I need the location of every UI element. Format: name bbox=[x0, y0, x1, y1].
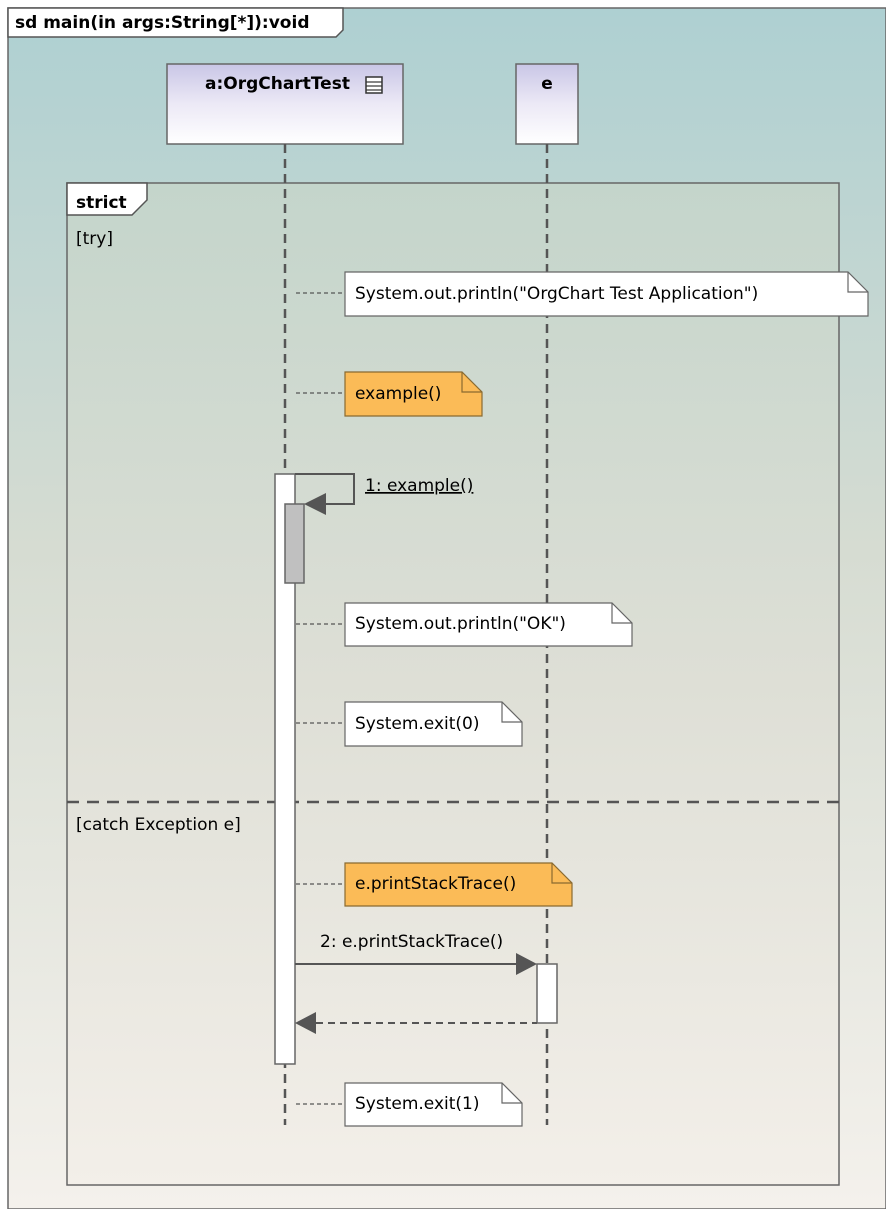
note-text: System.exit(0) bbox=[355, 714, 480, 734]
frame-title: sd main(in args:String[*]):void bbox=[15, 13, 310, 33]
guard-try: [try] bbox=[76, 229, 113, 249]
lifeline-name-orgcharttest: a:OrgChartTest bbox=[205, 74, 350, 94]
activation-bar-main[interactable] bbox=[274, 473, 296, 1065]
note-text: System.exit(1) bbox=[355, 1094, 480, 1114]
arrowhead-icon bbox=[516, 953, 537, 975]
note-example[interactable]: example() bbox=[296, 371, 483, 417]
message-label-2: 2: e.printStackTrace() bbox=[320, 932, 503, 952]
note-printstacktrace[interactable]: e.printStackTrace() bbox=[296, 862, 573, 907]
message-label-1: 1: example() bbox=[365, 476, 473, 496]
note-exit-0[interactable]: System.exit(0) bbox=[296, 701, 523, 747]
message-self-call[interactable]: 1: example() bbox=[295, 473, 473, 515]
guard-catch: [catch Exception e] bbox=[76, 815, 241, 835]
activation-bar-example[interactable] bbox=[284, 503, 305, 584]
message-sync-call[interactable]: 2: e.printStackTrace() bbox=[295, 932, 537, 975]
lifeline-head-e[interactable] bbox=[515, 63, 579, 145]
compartment-icon bbox=[365, 76, 383, 94]
message-return[interactable] bbox=[295, 1012, 537, 1034]
lifeline-name-e: e bbox=[541, 74, 553, 94]
combined-fragment-strict[interactable]: strict [try] [catch Exception e] bbox=[66, 182, 840, 1186]
activation-bar-e[interactable] bbox=[536, 963, 558, 1024]
lifeline-orgcharttest[interactable]: a:OrgChartTest bbox=[166, 63, 404, 145]
lifeline-e[interactable]: e bbox=[515, 63, 579, 145]
arrowhead-icon bbox=[304, 493, 326, 515]
note-text: System.out.println("OK") bbox=[355, 614, 566, 634]
arrowhead-icon bbox=[295, 1012, 316, 1034]
note-exit-1[interactable]: System.exit(1) bbox=[296, 1082, 523, 1127]
note-text: System.out.println("OrgChart Test Applic… bbox=[355, 284, 758, 304]
note-text: example() bbox=[355, 384, 441, 404]
fragment-operator: strict bbox=[76, 193, 127, 213]
note-text: e.printStackTrace() bbox=[355, 874, 516, 894]
note-println-ok[interactable]: System.out.println("OK") bbox=[296, 602, 633, 647]
lifeline-head-orgcharttest[interactable] bbox=[166, 63, 404, 145]
note-println-app[interactable]: System.out.println("OrgChart Test Applic… bbox=[296, 271, 869, 317]
